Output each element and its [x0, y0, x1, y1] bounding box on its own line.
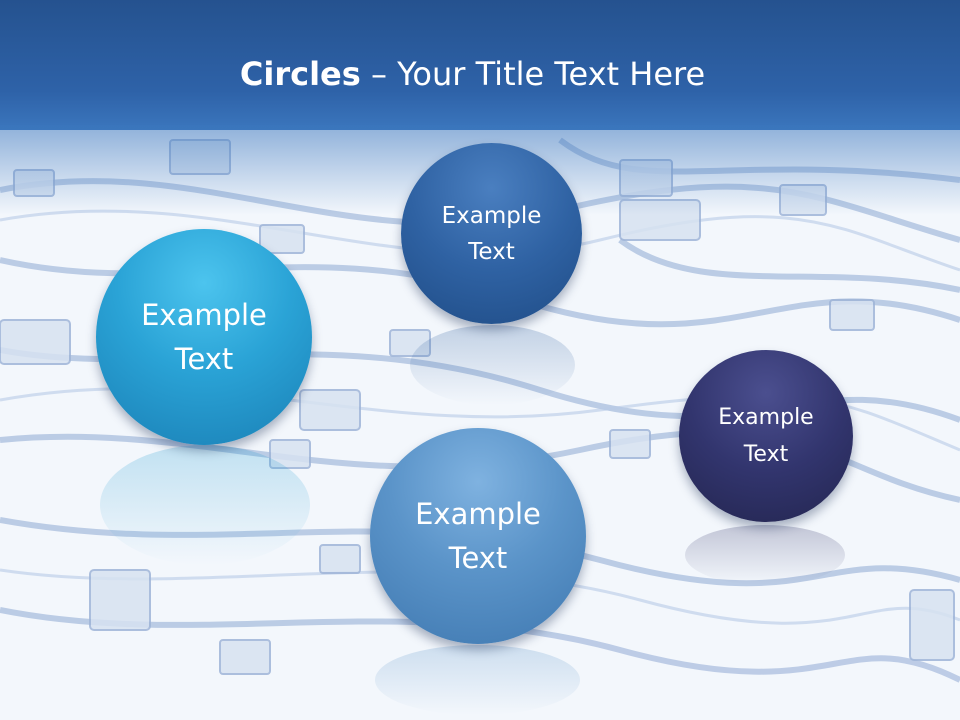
- circle-reflection: [685, 525, 845, 585]
- slide-title-rest: – Your Title Text Here: [360, 55, 706, 93]
- circle-reflection: [375, 645, 580, 715]
- circle-reflection: [100, 445, 310, 565]
- circle-3: Example Text: [679, 350, 853, 522]
- circle-reflection: [410, 325, 575, 405]
- circle-3-text: Example Text: [718, 405, 814, 467]
- circle-4: Example Text: [370, 428, 586, 644]
- circle-2-text: Example Text: [441, 202, 542, 265]
- circle-1: Example Text: [96, 229, 312, 445]
- slide-title: Circles – Your Title Text Here: [0, 52, 945, 96]
- circle-4-text: Example Text: [415, 497, 541, 575]
- circle-1-text: Example Text: [141, 298, 267, 376]
- slide-title-bold: Circles: [239, 55, 361, 93]
- circle-2: Example Text: [401, 143, 582, 324]
- title-bar: [0, 0, 960, 130]
